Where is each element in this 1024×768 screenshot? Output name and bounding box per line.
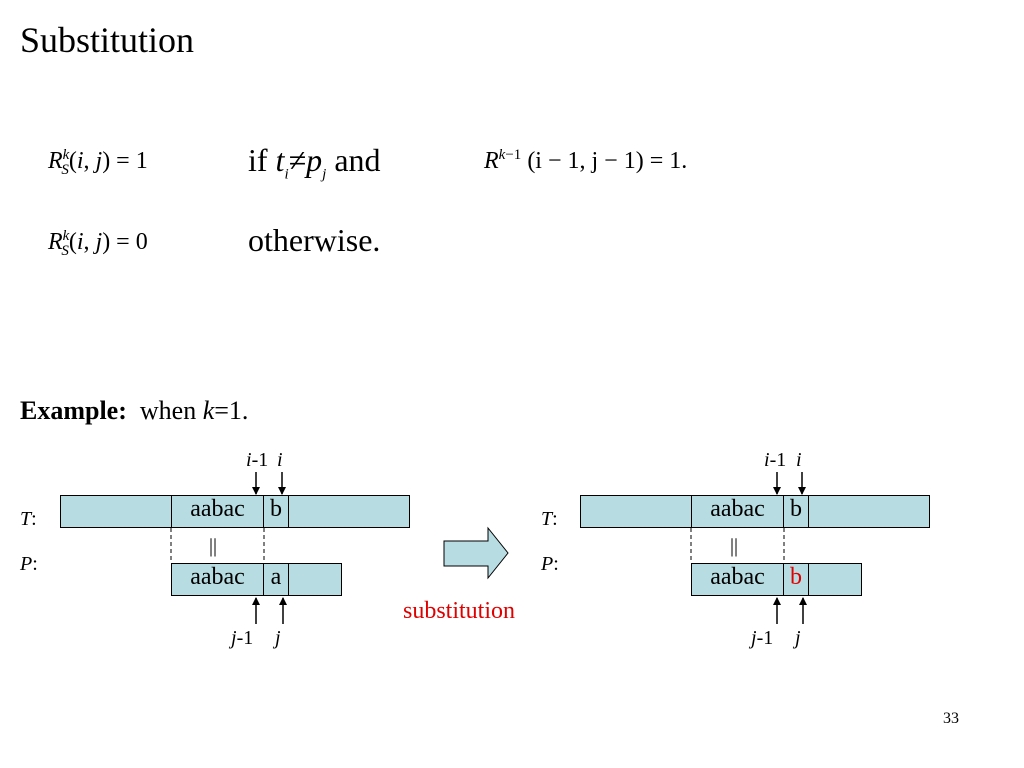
left-pattern-bar (171, 563, 342, 596)
formula-row1-lhs: RkS(i, j) = 1 (48, 147, 148, 178)
right-j-label: j (795, 627, 801, 649)
left-t-label: T: (20, 508, 37, 530)
formula-row1-condition: if ti≠pj and (248, 142, 381, 183)
example-eq: =1. (214, 396, 249, 425)
example-when: when (139, 396, 197, 425)
formula-row2-otherwise: otherwise. (248, 222, 381, 258)
slide-title: Substitution (20, 20, 195, 60)
left-equal-mark: || (209, 535, 218, 557)
right-i-label: i (796, 449, 802, 471)
left-i-label: i (277, 449, 283, 471)
cond-and: and (334, 142, 381, 178)
right-i-minus-label: i-1 (764, 449, 787, 471)
formula-row1-rhs: Rk−1 (i − 1, j − 1) = 1. (484, 147, 688, 175)
formula-row1-value: 1 (135, 148, 148, 174)
block-arrow-icon (443, 526, 509, 580)
left-j-minus-label: j-1 (231, 627, 254, 649)
left-t-prefix: aabac (171, 495, 264, 528)
right-j-minus-label: j-1 (751, 627, 774, 649)
left-p-char: a (263, 563, 289, 596)
cond-if: if (248, 142, 268, 178)
page-number: 33 (943, 710, 959, 727)
right-t-char: b (783, 495, 809, 528)
example-line: Example: when k=1. (20, 395, 248, 427)
left-p-prefix: aabac (171, 563, 264, 596)
right-equal-mark: || (730, 535, 739, 557)
left-j-label: j (275, 627, 281, 649)
formula-rhs-args: (i − 1, j − 1) = 1. (527, 148, 688, 174)
formula-row2-lhs: RkS(i, j) = 0 (48, 228, 148, 259)
left-p-label: P: (20, 553, 38, 575)
right-p-char-substituted: b (783, 563, 809, 596)
right-text-bar (580, 495, 930, 528)
right-p-label: P: (541, 553, 559, 575)
example-k: k (202, 396, 215, 425)
left-t-char: b (263, 495, 289, 528)
left-i-minus-label: i-1 (246, 449, 269, 471)
formula-row2-value: 0 (135, 229, 148, 255)
substitution-caption: substitution (403, 598, 516, 624)
example-label: Example: (20, 396, 127, 425)
right-t-label: T: (541, 508, 558, 530)
right-t-prefix: aabac (691, 495, 784, 528)
